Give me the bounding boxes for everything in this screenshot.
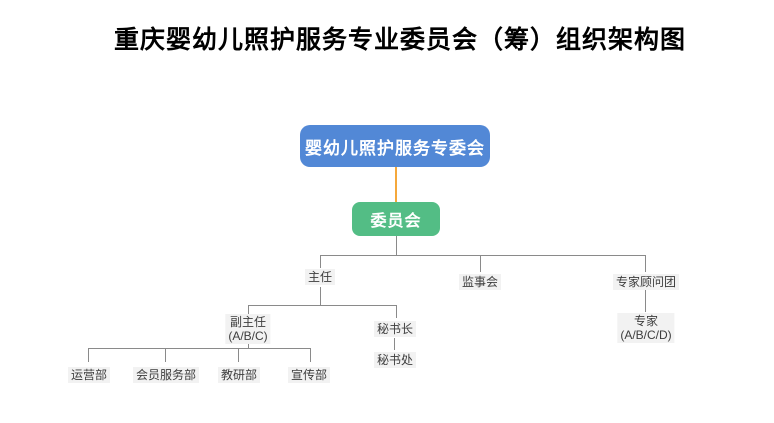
connector-line xyxy=(396,236,397,255)
experts-members: (A/B/C/D) xyxy=(620,328,672,342)
connector-line xyxy=(88,348,310,349)
experts-label: 专家 xyxy=(633,314,658,328)
node-director: 主任 xyxy=(304,269,336,285)
node-advisory-group: 专家顾问团 xyxy=(612,274,680,290)
connector-line xyxy=(248,305,249,314)
node-dept-teaching-research: 教研部 xyxy=(217,367,261,383)
node-root-committee: 婴幼儿照护服务专委会 xyxy=(300,125,490,167)
connector-line xyxy=(248,305,397,306)
connector-line xyxy=(165,348,166,362)
connector-line xyxy=(645,290,646,312)
connector-line xyxy=(310,348,311,362)
node-supervisory-board: 监事会 xyxy=(458,274,502,290)
deputy-director-label: 副主任 xyxy=(229,315,266,329)
connector-line xyxy=(396,305,397,318)
node-secretary-general: 秘书长 xyxy=(373,321,417,337)
node-deputy-director: 副主任 (A/B/C) xyxy=(225,314,271,344)
connector-line xyxy=(394,338,395,350)
node-dept-publicity: 宣传部 xyxy=(287,367,331,383)
connector-line xyxy=(320,255,321,268)
page-title: 重庆婴幼儿照护服务专业委员会（筹）组织架构图 xyxy=(113,25,686,54)
connector-line xyxy=(480,255,481,272)
connector-line xyxy=(88,348,89,362)
node-committee: 委员会 xyxy=(352,202,440,236)
connector-root-to-committee xyxy=(395,167,397,202)
node-experts: 专家 (A/B/C/D) xyxy=(617,313,675,343)
connector-line xyxy=(320,287,321,305)
node-secretariat: 秘书处 xyxy=(373,352,417,368)
node-dept-member-service: 会员服务部 xyxy=(132,367,200,383)
connector-line xyxy=(238,348,239,362)
deputy-director-members: (A/B/C) xyxy=(228,329,268,343)
connector-line xyxy=(248,343,249,348)
connector-line xyxy=(320,255,646,256)
node-dept-operations: 运营部 xyxy=(67,367,111,383)
connector-line xyxy=(645,255,646,272)
